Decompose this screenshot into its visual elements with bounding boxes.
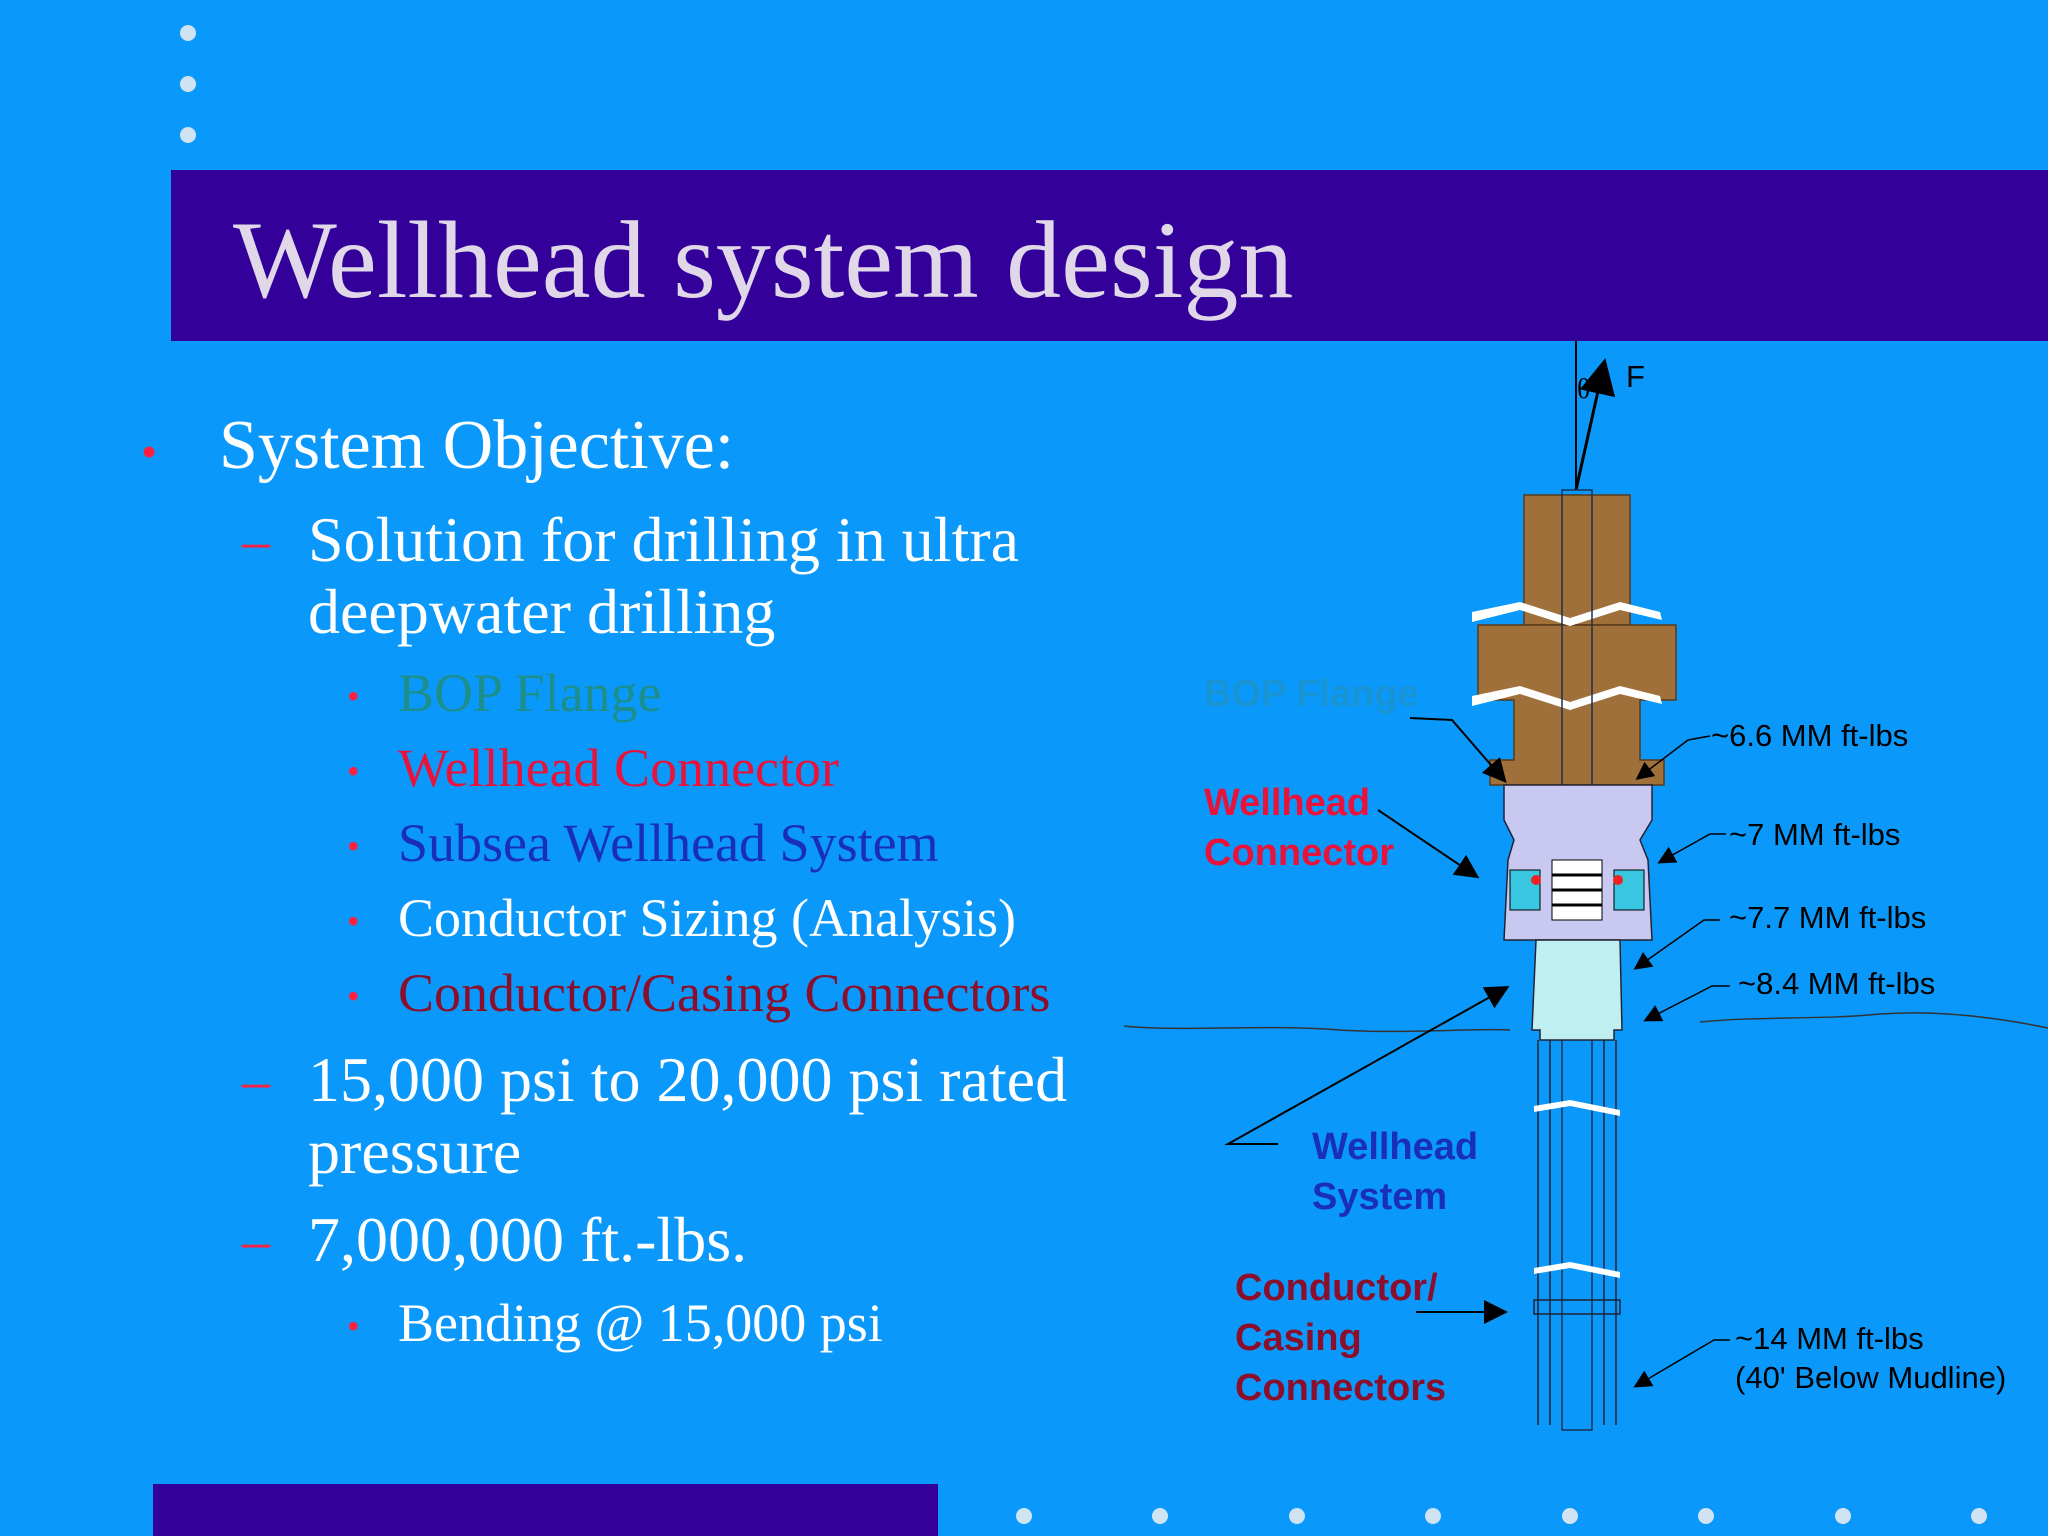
wellhead-connector-label-line1: Wellhead	[1204, 782, 1371, 824]
item-conductor-sizing: Conductor Sizing (Analysis)	[398, 888, 1016, 948]
sub-bullet-solution-line2: deepwater drilling	[308, 576, 776, 647]
decor-dot	[1835, 1508, 1851, 1524]
wellhead-system-label-line1: Wellhead	[1312, 1126, 1479, 1168]
decor-dot	[1152, 1508, 1168, 1524]
mudline-right	[1699, 1012, 2048, 1029]
wellhead-system-label-line2: System	[1312, 1176, 1448, 1218]
item-marker: •	[347, 751, 360, 791]
break-line-casing-lower	[1534, 1262, 1620, 1278]
dash-marker: –	[242, 1050, 270, 1112]
item-marker: •	[347, 676, 360, 716]
moment-label-5: ~14 MM ft-lbs	[1735, 1321, 1924, 1356]
decor-dot	[1562, 1508, 1578, 1524]
item-marker: •	[347, 901, 360, 941]
wellhead-connector-label-line2: Connector	[1204, 832, 1394, 874]
item-marker: •	[347, 1306, 360, 1346]
bop-flange-label: BOP Flange	[1204, 673, 1419, 715]
bottom-bar	[153, 1484, 938, 1536]
mudline-left	[1123, 1025, 1511, 1033]
moment-label-1: ~6.6 MM ft-lbs	[1711, 718, 1909, 753]
wellhead-diagram	[1123, 340, 2048, 1431]
leader-moment-2	[1657, 833, 1726, 864]
title-bar	[171, 170, 2048, 341]
leader-bop-flange	[1409, 717, 1507, 784]
decor-dot	[1698, 1508, 1714, 1524]
decor-dot	[1971, 1508, 1987, 1524]
break-line-casing-upper	[1534, 1100, 1620, 1116]
wellhead-housing	[1531, 939, 1623, 1041]
sub-bullet-pressure-line2: pressure	[308, 1116, 522, 1187]
moment-label-4: ~8.4 MM ft-lbs	[1738, 966, 1936, 1001]
force-label: F	[1626, 359, 1645, 394]
item-bending: Bending @ 15,000 psi	[398, 1293, 883, 1353]
dash-marker: –	[242, 510, 270, 572]
item-conductor-casing-connectors: Conductor/Casing Connectors	[398, 963, 1051, 1023]
sub-bullet-solution-line1: Solution for drilling in ultra	[308, 504, 1020, 575]
conductor-label-line1: Conductor/	[1235, 1267, 1438, 1309]
break-line-upper	[1472, 602, 1662, 626]
item-subsea-wellhead-system: Subsea Wellhead System	[398, 813, 939, 873]
moment-label-3: ~7.7 MM ft-lbs	[1729, 900, 1927, 935]
leader-moment-4	[1643, 985, 1730, 1022]
bullet-marker: •	[141, 426, 158, 477]
item-marker: •	[347, 826, 360, 866]
leader-wellhead-system	[1224, 986, 1510, 1145]
slide-title: Wellhead system design	[233, 199, 1294, 321]
decor-dot	[180, 76, 196, 92]
leader-moment-5	[1633, 1339, 1730, 1388]
leader-wellhead-connector	[1377, 809, 1480, 879]
bullet-objective: System Objective:	[219, 407, 735, 484]
angle-theta-label: θ	[1577, 374, 1591, 405]
dash-marker: –	[242, 1210, 270, 1272]
moment-label-5-note: (40' Below Mudline)	[1735, 1360, 2007, 1395]
decor-dot	[180, 25, 196, 41]
decor-dot	[1425, 1508, 1441, 1524]
item-wellhead-connector: Wellhead Connector	[398, 738, 839, 798]
conductor-label-line3: Connectors	[1235, 1367, 1447, 1409]
leader-moment-1	[1635, 735, 1711, 780]
conductor-label-line2: Casing	[1235, 1317, 1362, 1359]
force-arrow	[1574, 358, 1616, 491]
decor-dot	[1289, 1508, 1305, 1524]
moment-label-2: ~7 MM ft-lbs	[1729, 817, 1901, 852]
decor-dot	[1016, 1508, 1032, 1524]
decor-dot	[180, 127, 196, 143]
conductor-strings	[1537, 1040, 1617, 1425]
item-marker: •	[347, 976, 360, 1016]
casing-connector	[1533, 1299, 1621, 1315]
bop-stack	[1477, 494, 1677, 786]
break-line-lower	[1472, 686, 1662, 710]
leader-moment-3	[1633, 919, 1720, 970]
sub-bullet-bending-moment: 7,000,000 ft.-lbs.	[308, 1204, 748, 1275]
sub-bullet-pressure-line1: 15,000 psi to 20,000 psi rated	[308, 1044, 1068, 1115]
item-bop-flange: BOP Flange	[398, 663, 662, 723]
